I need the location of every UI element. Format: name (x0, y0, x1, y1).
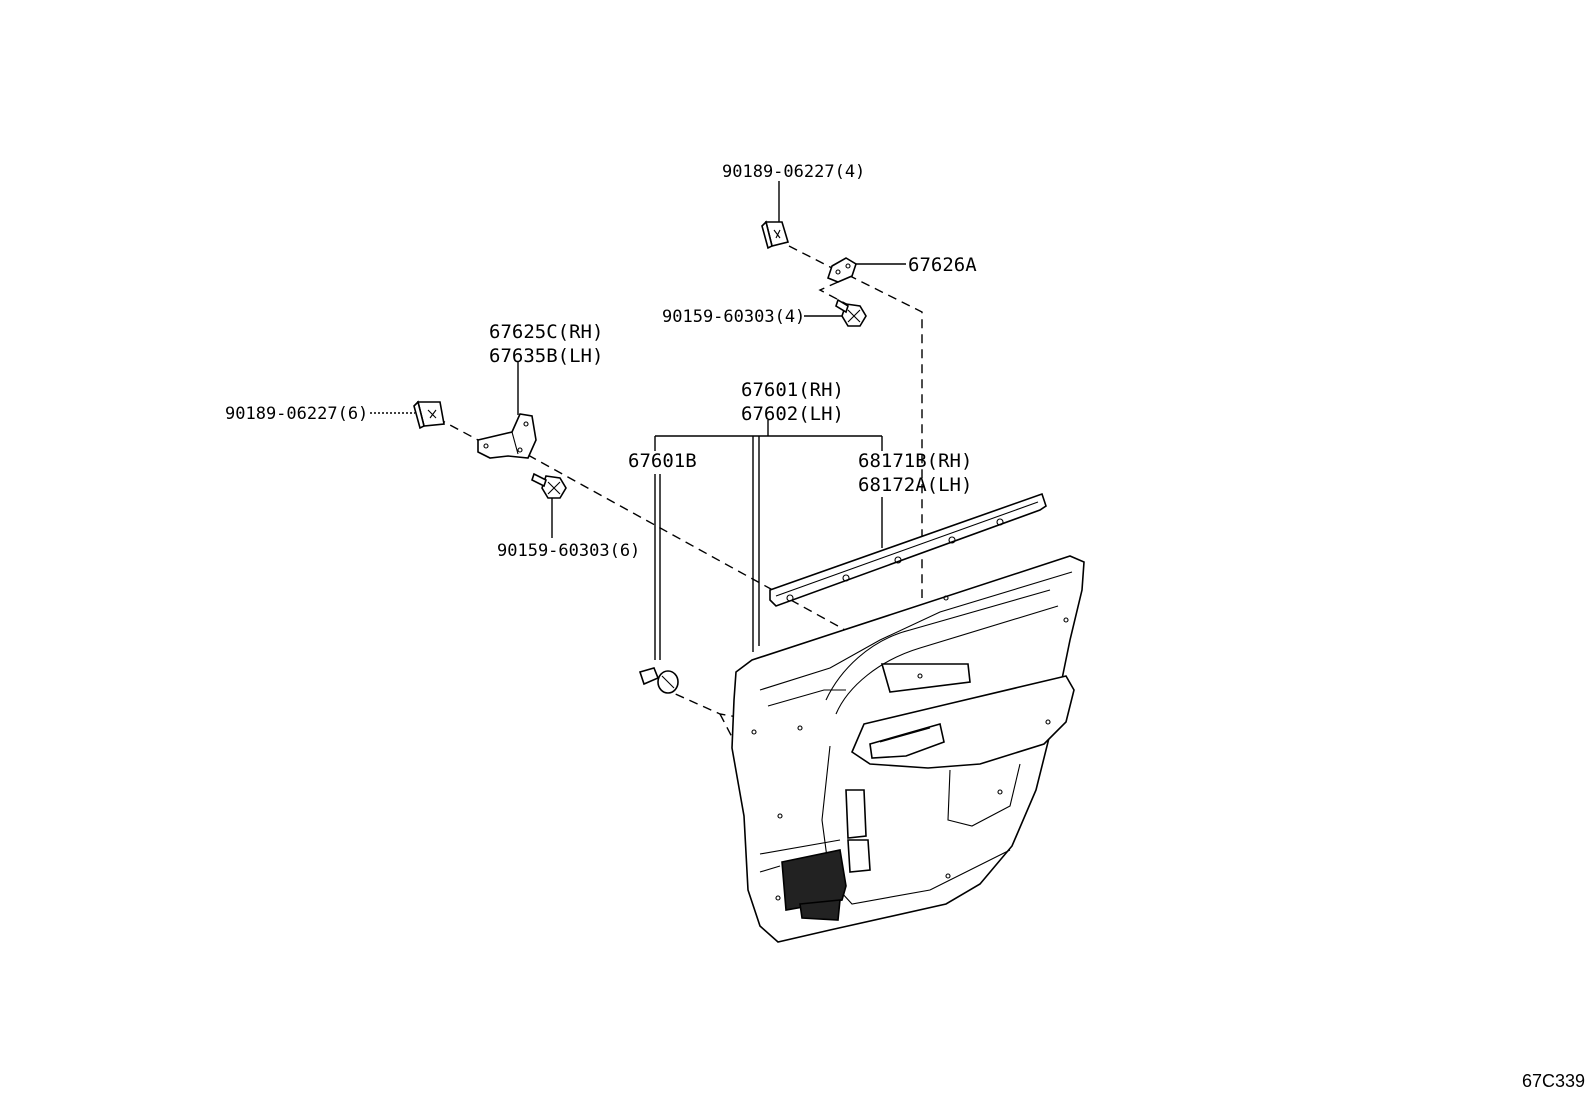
callout-retainer-upper: 90189-06227(4) (722, 162, 865, 182)
weatherstrip-part (769, 492, 1047, 607)
screw-side-part (531, 472, 567, 499)
callout-retainer-side: 90189-06227(6) (225, 404, 368, 424)
callout-bracket-side-lh: 67635B(LH) (489, 345, 603, 367)
retainer-side-part (413, 400, 445, 430)
screw-upper-part (835, 298, 867, 327)
diagram-code: 67C339 (1522, 1071, 1585, 1091)
callout-weatherstrip-rh: 68171B(RH) (858, 450, 972, 472)
door-trim-board-part (731, 555, 1085, 943)
callout-bracket-side-rh: 67625C(RH) (489, 321, 603, 343)
callout-bracket-upper: 67626A (908, 254, 977, 276)
callout-clip: 67601B (628, 450, 697, 472)
callout-trim-board-rh: 67601(RH) (741, 379, 844, 401)
bracket-side-part (477, 413, 537, 459)
callout-screw-side: 90159-60303(6) (497, 541, 640, 561)
leader-lines (370, 181, 906, 660)
callout-labels: 90189-06227(4) 67626A 90159-60303(4) 676… (225, 162, 1585, 1091)
bracket-upper-part (827, 257, 857, 283)
clip-part (638, 667, 679, 694)
callout-screw-upper: 90159-60303(4) (662, 307, 805, 327)
callout-trim-board-lh: 67602(LH) (741, 403, 844, 425)
retainer-upper-part (761, 220, 790, 250)
callout-weatherstrip-lh: 68172A(LH) (858, 474, 972, 496)
